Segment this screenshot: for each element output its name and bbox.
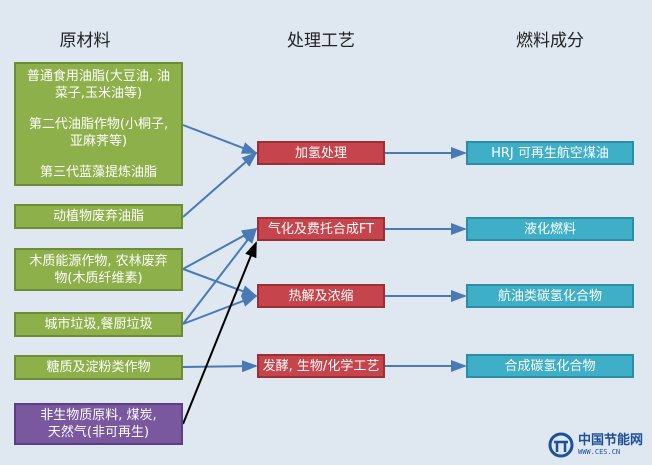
raw-lignocellulose: 木质能源作物, 农林废弃物(木质纤维素) [14, 248, 183, 291]
logo-name: 中国节能网 [578, 433, 644, 448]
edge [182, 124, 258, 154]
raw-nonbio: 非生物质原料, 煤炭,天然气(非可再生) [14, 403, 183, 445]
process-pyrolysis: 热解及浓缩 [257, 284, 385, 308]
edge [182, 295, 258, 325]
logo-icon [548, 432, 574, 458]
edge-nonrenewable [182, 241, 257, 425]
raw-municipal-waste: 城市垃圾,餐厨垃圾 [14, 312, 183, 337]
fuel-liquefied: 液化燃料 [466, 217, 634, 241]
raw-oil-2: 第二代油脂作物(小桐子, 亚麻荠等) [28, 116, 169, 149]
header-process: 处理工艺 [287, 31, 355, 51]
edge [182, 360, 258, 373]
process-ft: 气化及费托合成FT [257, 217, 385, 241]
fuel-jet-hydrocarbons: 航油类碳氢化合物 [466, 284, 634, 308]
raw-waste-oil: 动植物废弃油脂 [14, 204, 183, 229]
process-hydro: 加氢处理 [257, 141, 385, 165]
header-raw: 原材料 [59, 31, 111, 51]
process-fermentation: 发酵, 生物/化学工艺 [257, 354, 385, 378]
header-fuel: 燃料成分 [516, 31, 584, 51]
fuel-synthetic-hydrocarbons: 合成碳氢化合物 [466, 354, 634, 378]
raw-oils: 普通食用油脂(大豆油, 油菜子,玉米油等) 第二代油脂作物(小桐子, 亚麻荠等)… [14, 62, 183, 186]
fuel-hrj: HRJ 可再生航空煤油 [466, 141, 634, 165]
raw-sugar-starch: 糖质及淀粉类作物 [14, 355, 183, 380]
logo-url: WWW.CES.CN [578, 448, 621, 456]
edge [182, 227, 258, 325]
edge [182, 268, 258, 297]
edge [182, 151, 258, 218]
edge [182, 228, 258, 270]
raw-oil-3: 第三代蓝藻提炼油脂 [39, 164, 157, 180]
raw-oil-1: 普通食用油脂(大豆油, 油菜子,玉米油等) [26, 68, 171, 101]
